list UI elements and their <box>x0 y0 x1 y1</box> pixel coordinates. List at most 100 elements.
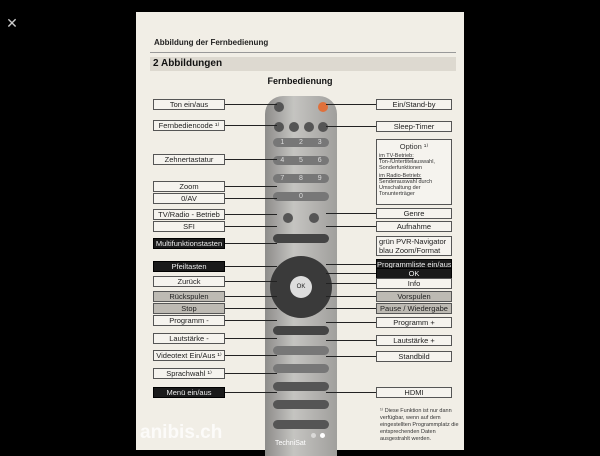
leader-line <box>225 373 277 374</box>
option-title: Option ¹⁾ <box>399 142 429 151</box>
callout-label: Standbild <box>376 351 452 362</box>
doc-header: Abbildung der Fernbedienung <box>154 38 269 47</box>
callout-label: HDMI <box>376 387 452 398</box>
pvr-label: grün PVR-Navigator blau Zoom/Format <box>376 236 452 256</box>
callout-label: Genre <box>376 208 452 219</box>
leader-line <box>225 296 277 297</box>
ok-button-icon: OK <box>290 276 312 298</box>
leader-line <box>225 104 277 105</box>
leader-line <box>326 308 376 309</box>
callout-label: Vorspulen <box>376 291 452 302</box>
leader-line <box>225 392 277 393</box>
callout-label: Rückspulen <box>153 291 225 302</box>
code-button-icon <box>289 122 299 132</box>
callout-label: Sleep-Timer <box>376 121 452 132</box>
callout-label: Lautstärke - <box>153 333 225 344</box>
transport-keys <box>273 326 329 335</box>
leader-line <box>326 264 376 265</box>
genre-button-icon <box>309 213 319 223</box>
callout-label: Ton ein/aus <box>153 99 225 110</box>
callout-label: Menü ein/aus <box>153 387 225 398</box>
leader-line <box>326 296 376 297</box>
page-dot-active[interactable] <box>320 433 325 438</box>
leader-line <box>326 213 376 214</box>
callout-label: TV/Radio - Betrieb <box>153 209 225 220</box>
callout-label: Videotext Ein/Aus ¹⁾ <box>153 350 225 361</box>
leader-line <box>326 356 376 357</box>
leader-line <box>225 308 277 309</box>
keypad-row: 0 <box>273 192 329 201</box>
callout-label: Fernbediencode ¹⁾ <box>153 120 225 131</box>
callout-label: Info <box>376 278 452 289</box>
pvr-line-blue: blau Zoom/Format <box>379 246 441 255</box>
callout-label: Zoom <box>153 181 225 192</box>
option-tv-text: Ton-/Untertitelauswahl, Sonderfunktionen <box>379 159 435 171</box>
callout-label: Aufnahme <box>376 221 452 232</box>
leader-line <box>225 214 277 215</box>
leader-line <box>225 338 277 339</box>
callout-label: Programm - <box>153 315 225 326</box>
volume-rocker <box>273 364 329 373</box>
leader-line <box>326 226 376 227</box>
leader-line <box>326 104 376 105</box>
option-radio-head: im Radio-Betrieb: <box>379 173 422 179</box>
leader-line <box>225 266 277 267</box>
divider <box>150 52 456 53</box>
callout-label: Multifunktionstasten <box>153 238 225 249</box>
help-button-icon <box>304 122 314 132</box>
figure-title: Fernbedienung <box>267 76 333 86</box>
footnote: ¹⁾ Diese Funktion ist nur dann verfügbar… <box>380 408 459 442</box>
option-radio-text: Senderauswahl durch Umschaltung der Tonu… <box>379 179 433 197</box>
leader-line <box>326 126 376 127</box>
close-icon[interactable]: ✕ <box>6 15 18 31</box>
radio-button-icon <box>283 213 293 223</box>
leader-line <box>326 273 376 274</box>
leader-line <box>326 392 376 393</box>
callout-label: Stop <box>153 303 225 314</box>
power-button-icon <box>318 102 328 112</box>
watermark: anibis.ch <box>140 422 223 443</box>
callout-label: SFI <box>153 221 225 232</box>
callout-label: Ein/Stand-by <box>376 99 452 110</box>
menu-keys <box>273 420 329 429</box>
leader-line <box>225 355 277 356</box>
leader-line <box>225 226 277 227</box>
sound-keys <box>273 400 329 409</box>
mode-button-icon <box>274 122 284 132</box>
leader-line <box>326 283 376 284</box>
callout-label: Pfeiltasten <box>153 261 225 272</box>
document-image: Abbildung der Fernbedienung 2 Abbildunge… <box>136 12 464 456</box>
sleep-button-icon <box>318 122 328 132</box>
callout-label: Lautstärke + <box>376 335 452 346</box>
leader-line <box>225 125 277 126</box>
dpad-icon: OK <box>270 256 332 318</box>
leader-line <box>225 281 277 282</box>
callout-label: Programm + <box>376 317 452 328</box>
callout-label: Zehnertastatur <box>153 154 225 165</box>
pvr-line-green: grün PVR-Navigator <box>379 237 447 246</box>
callout-label: 0/AV <box>153 193 225 204</box>
text-keys <box>273 382 329 391</box>
leader-line <box>326 340 376 341</box>
page-indicator[interactable] <box>311 433 325 438</box>
color-keys <box>273 234 329 243</box>
callout-label: Pause / Wiedergabe <box>376 303 452 314</box>
callout-label: Zurück <box>153 276 225 287</box>
leader-line <box>225 186 277 187</box>
program-rocker <box>273 346 329 355</box>
leader-line <box>225 159 277 160</box>
page-dot[interactable] <box>311 433 316 438</box>
leader-line <box>225 243 277 244</box>
callout-label: Sprachwahl ¹⁾ <box>153 368 225 379</box>
option-tv-head: im TV-Betrieb: <box>379 153 414 159</box>
leader-line <box>326 322 376 323</box>
option-box: Option ¹⁾ im TV-Betrieb: Ton-/Untertitel… <box>376 139 452 205</box>
section-title: 2 Abbildungen <box>150 57 456 71</box>
brand-logo: TechniSat <box>275 440 306 447</box>
mute-button-icon <box>274 102 284 112</box>
leader-line <box>225 198 277 199</box>
